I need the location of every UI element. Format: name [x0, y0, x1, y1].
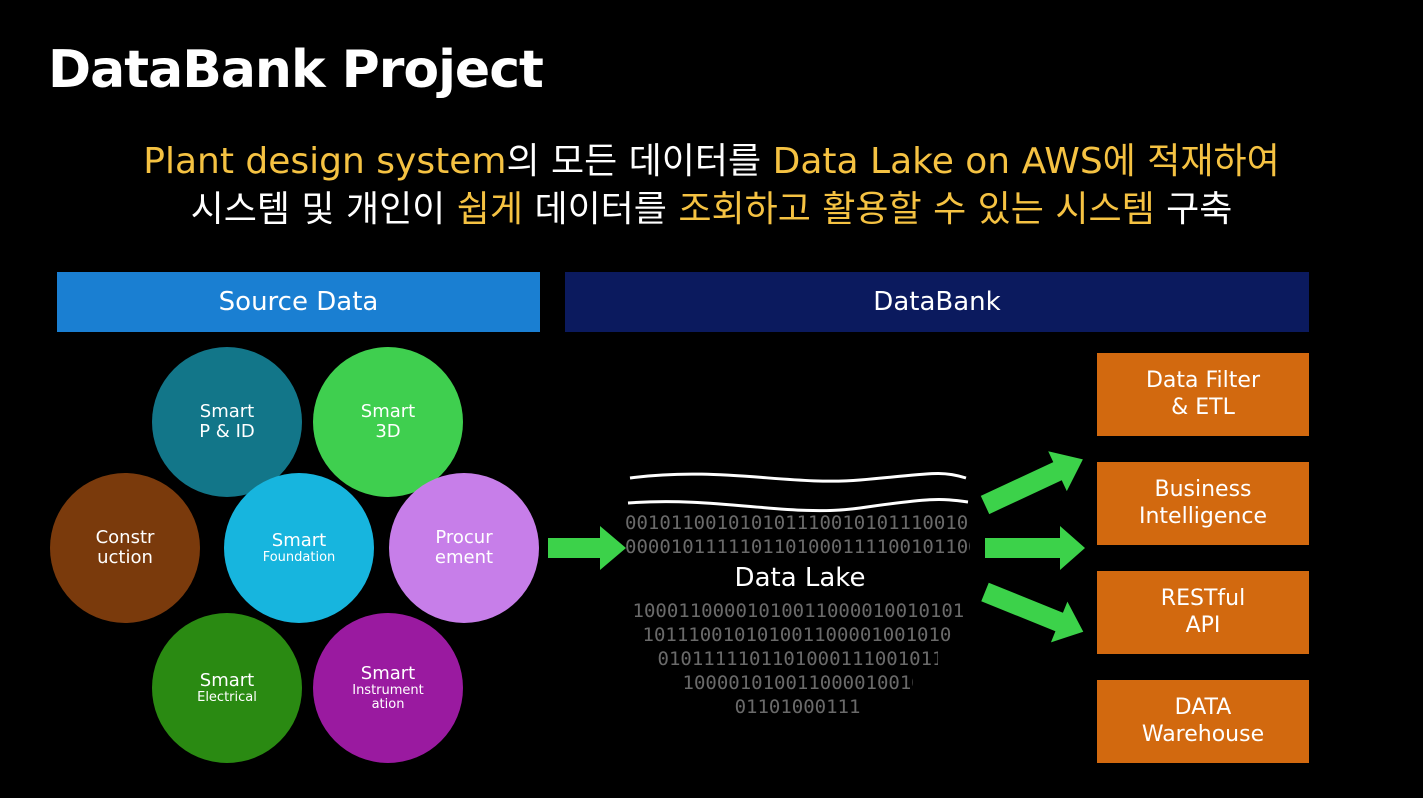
source-label: Smart	[271, 529, 327, 551]
subtitle-segment: Data Lake on AWS에 적재하여	[772, 141, 1280, 182]
source-label: Smart	[360, 401, 416, 423]
source-sublabel: ement	[434, 547, 494, 568]
output-box: Business Intelligence	[1097, 462, 1309, 545]
arrow-to-lake	[548, 526, 626, 570]
arrow-to-etl	[980, 451, 1083, 515]
subtitle-segment: 조회하고 활용할 수 있는 시스템	[678, 189, 1155, 230]
binary-row: 1000110000101001100001001010111	[632, 600, 963, 622]
binary-row: 01101000111	[734, 696, 861, 718]
binary-row: 100001010011000010010	[682, 672, 913, 694]
arrow-to-bi	[985, 526, 1085, 570]
data-lake-label: Data Lake	[734, 563, 866, 593]
subtitle-segment: 시스템 및 개인이	[190, 189, 457, 230]
wave-line	[627, 498, 969, 513]
source-sublabel: P & ID	[199, 421, 255, 442]
binary-row: 00001011111011010001111001011001	[625, 536, 970, 558]
source-label: Smart	[199, 669, 255, 691]
subtitle-segment: 쉽게	[456, 189, 523, 230]
subtitle-segment: 의 모든 데이터를	[506, 141, 773, 182]
source-data-header: Source Data	[57, 272, 540, 332]
source-sublabel: Instrument ation	[352, 682, 424, 712]
source-label: Constr	[95, 527, 155, 549]
source-label: Smart	[199, 401, 255, 423]
output-box: DATA Warehouse	[1097, 680, 1309, 763]
wave-line	[629, 472, 967, 483]
source-sublabel: 3D	[375, 421, 401, 442]
source-label: Procur	[435, 527, 493, 549]
output-box: RESTful API	[1097, 571, 1309, 654]
binary-row: 1011100101010011000010010101011	[642, 624, 953, 646]
binary-row: 0010110010101011100101011100101010	[625, 512, 970, 534]
source-sublabel: Foundation	[262, 549, 336, 565]
subtitle-line-2: 시스템 및 개인이 쉽게 데이터를 조회하고 활용할 수 있는 시스템 구축	[0, 180, 1423, 232]
source-sublabel: Electrical	[197, 689, 257, 705]
subtitle-segment: 데이터를	[523, 189, 679, 230]
subtitle-segment: 구축	[1154, 189, 1233, 230]
output-box: Data Filter & ETL	[1097, 353, 1309, 436]
subtitle-segment: Plant design system	[143, 141, 507, 182]
arrow-to-api	[981, 582, 1084, 643]
source-label: Smart	[360, 662, 416, 684]
databank-header: DataBank	[565, 272, 1309, 332]
source-sublabel: uction	[97, 547, 153, 568]
subtitle-line-1: Plant design system의 모든 데이터를 Data Lake o…	[0, 132, 1423, 184]
binary-row: 010111110110100011100101110	[657, 648, 938, 670]
slide-title: DataBank Project	[48, 40, 544, 100]
